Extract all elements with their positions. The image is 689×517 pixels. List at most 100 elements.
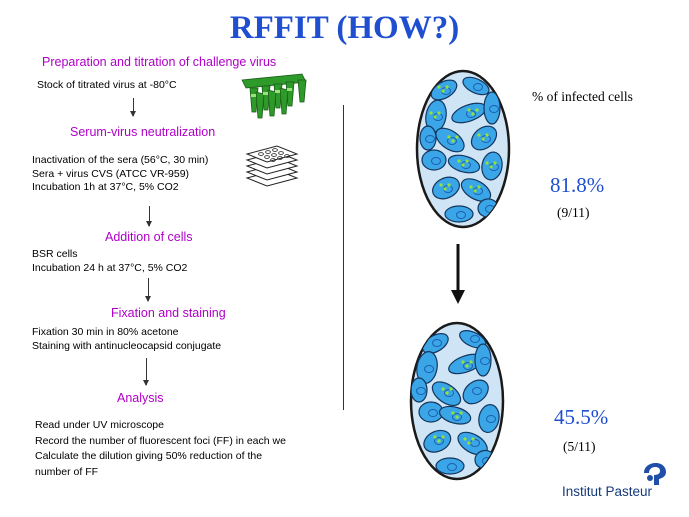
fluorescent-focus <box>447 135 451 139</box>
fluorescent-focus <box>477 133 481 137</box>
fluorescent-focus <box>469 185 473 189</box>
microplate-stack-icon <box>245 145 299 187</box>
fluorescent-focus <box>461 360 465 364</box>
flow-arrow <box>143 358 149 386</box>
step-text-fixation: Fixation 30 min in 80% acetone Staining … <box>32 326 221 353</box>
nucleus-shape <box>470 335 480 343</box>
nucleus-shape <box>416 387 426 395</box>
fluorescent-focus <box>477 185 481 189</box>
fluorescent-focus <box>461 163 465 167</box>
cell-shape <box>435 127 465 153</box>
fluorescent-focus <box>463 437 467 441</box>
step-heading-cells: Addition of cells <box>105 230 193 244</box>
step-text-cells: BSR cells Incubation 24 h at 37°C, 5% CO… <box>32 248 187 275</box>
step-line: Staining with antinucleocapsid conjugate <box>32 339 222 352</box>
step-line: Incubation 1h at 37°C, 5% CO2 <box>32 181 179 193</box>
cell-shape <box>483 91 501 125</box>
step-line: Inactivation of the sera (56°C, 30 min) <box>32 154 209 166</box>
fluorescent-focus <box>485 133 489 137</box>
cell-field-bottom <box>411 329 500 475</box>
fluorescent-focus <box>459 411 463 415</box>
fluorescent-focus <box>457 159 461 163</box>
step-text-preparation: Stock of titrated virus at -80°C <box>37 79 177 93</box>
flow-arrow <box>145 278 151 302</box>
infected-cells-label: % of infected cells <box>532 89 633 104</box>
fluorescent-focus <box>455 135 459 139</box>
step-line: BSR cells <box>32 248 78 260</box>
fluorescent-focus <box>465 159 469 163</box>
fluorescent-focus <box>455 415 459 419</box>
flow-arrow <box>130 98 136 117</box>
nucleus-shape <box>434 437 444 445</box>
fluorescent-focus <box>445 391 449 395</box>
virus-tubes-icon <box>241 73 307 119</box>
nucleus-shape <box>480 357 490 365</box>
step-line: Record the number of fluorescent foci (F… <box>35 434 286 447</box>
fluorescent-focus <box>473 189 477 193</box>
fluorescent-focus <box>467 441 471 445</box>
cell-shape <box>435 457 465 475</box>
nucleus-shape <box>489 105 499 113</box>
flow-arrow <box>146 206 152 227</box>
step-heading-analysis: Analysis <box>117 391 164 405</box>
bottom-fraction: (5/11) <box>563 439 596 454</box>
fluorescent-focus <box>437 111 441 115</box>
cell-shape <box>411 377 428 403</box>
step-line: Stock of titrated virus at -80°C <box>37 79 177 91</box>
down-arrow-icon <box>451 244 465 304</box>
fluorescent-focus <box>471 437 475 441</box>
cell-shape <box>462 379 489 405</box>
column-divider <box>343 105 344 410</box>
nucleus-shape <box>486 415 496 423</box>
nucleus-shape <box>463 362 473 370</box>
step-heading-neutralization: Serum-virus neutralization <box>70 125 216 139</box>
step-text-analysis: Read under UV microscope Record the numb… <box>35 418 286 480</box>
fluorescent-focus <box>489 165 493 169</box>
step-line: Calculate the dilution giving 50% reduct… <box>35 450 263 462</box>
nucleus-shape <box>428 409 438 417</box>
fluorescent-focus <box>433 115 437 119</box>
fluorescent-focus <box>493 161 497 165</box>
fluorescent-focus <box>441 89 445 93</box>
nucleus-shape <box>472 387 482 395</box>
nucleus-shape <box>432 339 442 347</box>
fluorescent-focus <box>481 137 485 141</box>
top-percent: 81.8% <box>550 173 605 197</box>
cell-shape <box>444 205 474 223</box>
fluorescent-focus <box>475 108 479 112</box>
fluorescent-focus <box>451 411 455 415</box>
nucleus-shape <box>452 413 462 421</box>
fluorescent-focus <box>437 85 441 89</box>
nucleus-shape <box>424 365 434 373</box>
cell-shape <box>478 404 500 434</box>
nucleus-shape <box>431 157 441 165</box>
step-line: number of FF <box>35 465 99 478</box>
fluorescent-focus <box>469 360 473 364</box>
fluorescent-focus <box>449 387 453 391</box>
step-line: Fixation 30 min in 80% acetone <box>32 326 179 338</box>
fluorescent-focus <box>443 187 447 191</box>
step-heading-preparation: Preparation and titration of challenge v… <box>42 55 277 69</box>
step-line: Read under UV microscope <box>35 419 164 431</box>
cell-shape <box>474 343 492 377</box>
nucleus-shape <box>456 211 466 219</box>
infected-cells-oval-bottom <box>409 321 505 481</box>
step-text-neutralization: Inactivation of the sera (56°C, 30 min) … <box>32 154 208 195</box>
step-heading-fixation: Fixation and staining <box>111 306 226 320</box>
slide-title: RFFIT (HOW?) <box>229 10 460 46</box>
institut-pasteur-logo <box>644 463 666 485</box>
nucleus-shape <box>447 463 457 471</box>
infected-cells-oval-top <box>415 69 511 229</box>
nucleus-shape <box>466 110 476 118</box>
nucleus-shape <box>447 137 457 145</box>
fluorescent-focus <box>451 139 455 143</box>
fluorescent-focus <box>441 387 445 391</box>
step-line: Incubation 24 h at 37°C, 5% CO2 <box>32 261 188 274</box>
fluorescent-focus <box>485 161 489 165</box>
cell-shape <box>462 76 490 96</box>
fluorescent-focus <box>447 183 451 187</box>
brand-name: Institut Pasteur <box>562 484 653 499</box>
cell-shape <box>438 405 472 425</box>
fluorescent-focus <box>471 112 475 116</box>
fluorescent-focus <box>445 85 449 89</box>
